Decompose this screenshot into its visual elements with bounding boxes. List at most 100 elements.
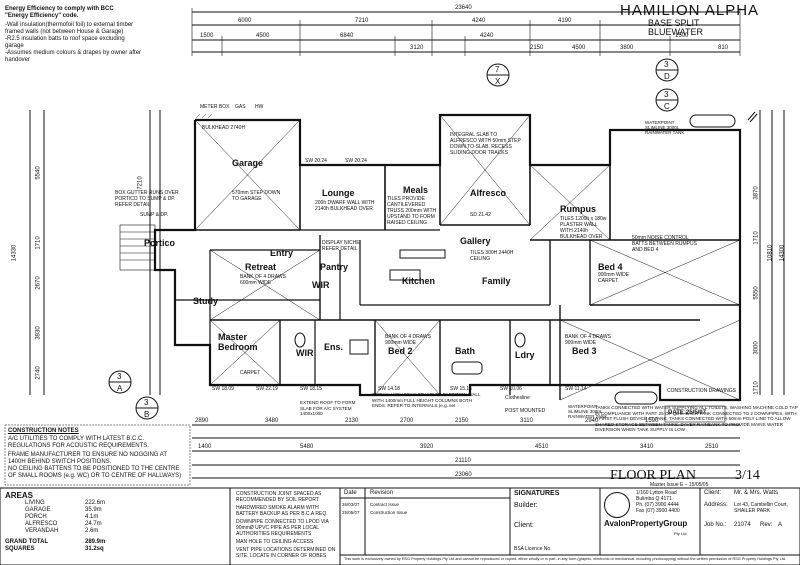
dim-top: 4500 [572, 45, 586, 51]
energy-notes-heading: Energy Efficiency to comply with BCC "En… [5, 6, 114, 19]
room-entry: Entry [270, 248, 294, 258]
room-bed4: Bed 4 [598, 262, 623, 272]
dim-left: 5540 [35, 166, 42, 180]
note-sump: SUMP & DP. [140, 212, 169, 218]
revision-header: Revision [370, 490, 394, 496]
note-tanks: TANKS CONNECTED WITH WATER SUPPLYING ALL… [595, 405, 798, 433]
dim-bottom-sub: 21110 [455, 458, 471, 464]
revision-date-header: Date [344, 490, 357, 496]
room-wir-2: WIR [296, 348, 314, 358]
company-logo-icon [604, 492, 630, 518]
client-label: Client: [704, 490, 722, 496]
label-gas: GAS [235, 104, 246, 110]
sheet-number: 3/14 [735, 468, 760, 483]
note-noise-batts: 50mm NOISE CONTROL BATTS BETWEEN RUMPUS … [632, 235, 697, 253]
plan-title-facade: BLUEWATER [648, 27, 704, 37]
section-marker-sheet: X [495, 77, 501, 86]
room-laundry: Ldry [515, 350, 535, 360]
areas-heading: AREAS [5, 491, 34, 500]
note-gallery: TILES 300H 2440H CEILING [470, 250, 514, 262]
slab-mark: SW 18.09 [212, 386, 234, 392]
company-suffix: Pty Ltd [674, 531, 687, 536]
room-alfresco: Alfresco [470, 188, 507, 198]
dim-bottom: 2700 [400, 418, 414, 424]
job-label: Job No.: [704, 522, 727, 528]
legend-item: HARDWIRED SMOKE ALARM WITH BATTERY BACKU… [236, 505, 328, 517]
dim-right-overall: 14300 [779, 244, 786, 262]
dim-top: 2150 [530, 45, 544, 51]
signatures-heading: SIGNATURES [514, 490, 560, 497]
dim-bottom: 3920 [420, 444, 434, 450]
address-value: Lot 43, Cambellin Court, SHAILER PARK [734, 502, 788, 514]
room-ensuite: Ens. [324, 342, 344, 352]
dim-bottom: 5480 [300, 444, 314, 450]
construction-notes-heading: CONSTRUCTION NOTES [8, 428, 79, 434]
room-portico: Portico [144, 238, 176, 248]
slab-mark: SW 15.15 [450, 386, 472, 392]
room-family: Family [482, 276, 511, 286]
room-master-bedroom: Master Bedroom [218, 332, 258, 352]
stamp-construction: CONSTRUCTION DRAWINGS [667, 388, 736, 394]
legend-item: DOWNPIPE CONNECTED TO LPOD VIA 90mmØ UPV… [236, 519, 329, 537]
room-lounge: Lounge [322, 188, 355, 198]
note-hallway-partition: 2100mm HIGH 90mm FRAME TO PARTITION WALL… [372, 392, 481, 409]
room-gallery: Gallery [460, 236, 491, 246]
dim-top: 1500 [200, 33, 214, 39]
address-label: Address: [704, 502, 728, 508]
label-meter-box: METER BOX [200, 104, 230, 110]
section-marker-num: 7 [495, 65, 500, 74]
slab-mark: SW 22.19 [256, 386, 278, 392]
dim-bottom: 2150 [455, 418, 469, 424]
room-wir-1: WIR [312, 280, 330, 290]
legend: CONSTRUCTION JOINT SPACED AS RECOMMENDED… [236, 491, 336, 559]
note-lounge: 200h DWARF WALL WITH 2140h BULKHEAD OVER [315, 200, 375, 212]
dim-top: 3800 [620, 45, 634, 51]
dim-bottom: 3110 [520, 418, 533, 424]
slab-mark: SW 18.15 [300, 386, 322, 392]
note-bed3: BANK OF 4 DRAWS 900mm WIDE [565, 334, 611, 346]
note-tank-bottom: WATERPOINT SLIMLINE 3000L RAINWATER TANK [568, 404, 608, 419]
note-bed2: BANK OF 4 DRAWS 900mm WIDE [385, 334, 431, 346]
dim-left: 7210 [137, 176, 144, 190]
dim-left: 3930 [35, 326, 42, 340]
bsa-licence: BSA Licence No [514, 546, 551, 552]
legend-item: CONSTRUCTION JOINT SPACED AS RECOMMENDED… [236, 491, 322, 503]
plan-title-variant: BASE SPLIT [648, 18, 700, 28]
energy-notes: -Wall insulation(thermofoil foil) to ext… [5, 22, 142, 63]
rev-label: Rev: [760, 522, 773, 528]
stamp-date: DATE:25/5/07 [668, 410, 706, 416]
construction-note-ac: A/C UTILITIES TO COMPLY WITH LATEST B.C.… [8, 436, 149, 449]
dim-top: 4190 [558, 18, 572, 24]
note-meals: TILES PROVIDE CANTILEVERED TRUSS 200mm W… [387, 196, 437, 226]
note-alfresco: INTEGRAL SLAB TO ALFRESCO WITH 50mm STEP… [450, 132, 521, 156]
dim-bottom: 2130 [345, 418, 359, 424]
dim-top: 810 [718, 45, 729, 51]
room-bed3: Bed 3 [572, 346, 597, 356]
room-study: Study [193, 296, 219, 306]
note-extend-roof: EXTEND ROOF TO FORM SLAB FOR A/C SYSTEM … [300, 400, 356, 417]
builder-label: Builder: [514, 502, 538, 509]
note-bulkhead: BULKHEAD 2740H [202, 125, 246, 131]
master-issue: Master Issue E – 15/05/05 [650, 482, 709, 488]
dim-bottom: 1590 [645, 418, 659, 424]
section-marker-num: 3 [664, 90, 669, 99]
rev-value: A [778, 522, 783, 528]
slab-mark: SW 11.14 [565, 386, 587, 392]
dim-bottom: 2510 [705, 444, 719, 450]
dim-right: 3870 [753, 186, 760, 200]
construction-note-frame: FRAME MANUFACTURER TO ENSURE NO NOGGING … [8, 452, 167, 465]
dim-right: 1710 [753, 381, 760, 395]
dim-top: 3120 [410, 45, 424, 51]
dim-top: 4500 [256, 33, 270, 39]
room-bath: Bath [455, 346, 475, 356]
room-rumpus: Rumpus [560, 204, 596, 214]
construction-note-ceiling: NO CEILING BATTENS TO BE POSITIONED TO T… [8, 466, 182, 479]
dim-top: 4240 [472, 18, 486, 24]
room-kitchen: Kitchen [402, 276, 436, 286]
section-marker-num: 3 [144, 398, 149, 407]
